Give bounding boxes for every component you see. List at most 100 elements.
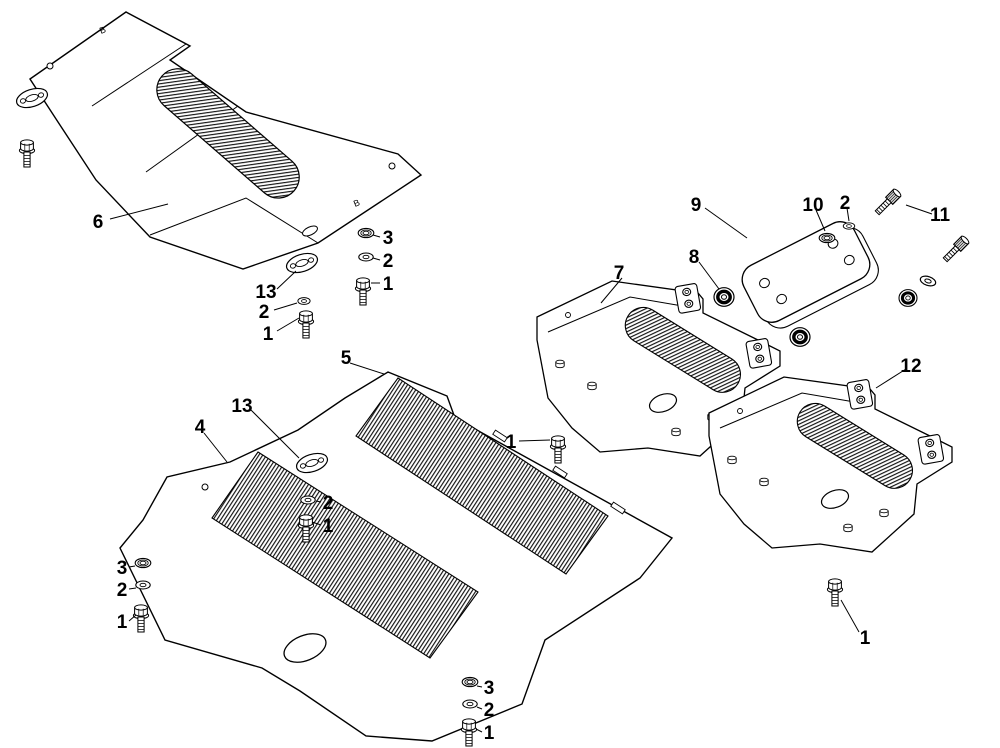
part-1-bolt (18, 139, 36, 168)
mounting-hole (201, 483, 209, 491)
part-11-cap-screw (873, 187, 903, 217)
stamp-mark-b: B (98, 24, 107, 36)
channel-5-corrugation (355, 377, 609, 575)
clevis-block (674, 282, 702, 315)
callout-8: 8 (689, 247, 700, 268)
part-1-bolt (549, 435, 567, 464)
plate-hole (759, 277, 770, 289)
part-2-washer (300, 495, 316, 505)
leader-line (315, 500, 322, 503)
part-9-plate (741, 221, 879, 329)
part-2-washer (297, 297, 311, 305)
part-11-cap-screw (941, 234, 971, 264)
leader-line (250, 409, 300, 459)
mounting-hole (565, 312, 571, 318)
callout-1: 1 (263, 324, 274, 345)
part-10-washer (818, 232, 836, 244)
part-1-bolt (297, 310, 315, 339)
leader-line (276, 317, 300, 332)
callout-13: 13 (255, 282, 276, 303)
callout-1: 1 (484, 723, 495, 744)
stud (671, 427, 681, 437)
leader-line (476, 685, 483, 688)
callout-2: 2 (484, 700, 495, 721)
callout-12: 12 (900, 356, 921, 377)
leader-line (518, 439, 551, 442)
callout-2: 2 (117, 580, 128, 601)
leader-line (128, 587, 137, 590)
mounting-hole (388, 162, 396, 170)
leader-line (704, 207, 748, 239)
oval-hole (648, 393, 678, 413)
callout-1: 1 (323, 516, 334, 537)
leader-line (372, 257, 381, 261)
oval-slot (302, 225, 318, 237)
leader-line (109, 203, 169, 220)
part-3-washer (134, 557, 152, 569)
mounting-hole (46, 62, 54, 70)
oval-hole (283, 633, 327, 663)
leader-line (815, 209, 826, 232)
callout-2: 2 (840, 193, 851, 214)
leader-line (600, 277, 623, 304)
flange-slot (610, 501, 626, 515)
part-2-washer (135, 580, 151, 590)
part-3-washer (461, 676, 479, 688)
part-10-washer (897, 288, 919, 308)
callout-10: 10 (802, 195, 823, 216)
part-1-bolt (132, 604, 150, 633)
leader-line (846, 207, 850, 222)
leader-line (349, 362, 385, 375)
callout-3: 3 (484, 678, 495, 699)
corrugated-sleeve (624, 306, 741, 393)
part-6-heat-shield-bracket (29, 11, 423, 270)
callout-1: 1 (506, 432, 517, 453)
leader-line (273, 302, 298, 311)
leader-line (128, 614, 137, 622)
leader-line (128, 565, 136, 568)
callout-9: 9 (691, 195, 702, 216)
callout-1: 1 (117, 612, 128, 633)
leader-line (840, 599, 860, 633)
flange-slot (552, 465, 568, 479)
part-2-washer (918, 273, 938, 289)
stud (587, 381, 597, 391)
callout-2: 2 (383, 251, 394, 272)
stud (555, 359, 565, 369)
part-1-bolt (354, 277, 372, 306)
callout-2: 2 (259, 302, 270, 323)
part-3-washer (357, 227, 375, 239)
leader-line (905, 204, 933, 215)
leader-line (475, 728, 483, 733)
callout-1: 1 (860, 628, 871, 649)
leader-line (203, 432, 228, 463)
plate-hole (843, 254, 855, 266)
callout-13: 13 (231, 396, 252, 417)
callout-3: 3 (383, 228, 394, 249)
corrugated-sleeve (156, 68, 300, 199)
leader-line (875, 368, 907, 389)
part-12-bracket (709, 377, 952, 552)
leader-line (311, 521, 322, 526)
stamp-mark-b: B (352, 197, 361, 209)
clevis-block (745, 337, 773, 370)
leader-line (372, 234, 381, 238)
leader-line (276, 270, 297, 290)
callout-1: 1 (383, 274, 394, 295)
callout-3: 3 (117, 558, 128, 579)
callout-7: 7 (614, 263, 625, 284)
part-1-bolt (460, 718, 478, 747)
part-8-grommet (712, 286, 736, 308)
callout-labels: 6 3 2 1 13 2 1 5 13 4 2 1 3 2 1 1 3 2 1 … (93, 193, 951, 744)
leader-line (698, 261, 720, 290)
part-2-washer (358, 252, 374, 262)
part-2-washer (462, 699, 478, 709)
callout-6: 6 (93, 212, 104, 233)
part-13-oval-flange (283, 249, 321, 277)
part-4-5-heat-shield (119, 371, 674, 742)
callout-2: 2 (323, 493, 334, 514)
leader-line (476, 706, 483, 710)
part-8-grommet (788, 326, 812, 348)
